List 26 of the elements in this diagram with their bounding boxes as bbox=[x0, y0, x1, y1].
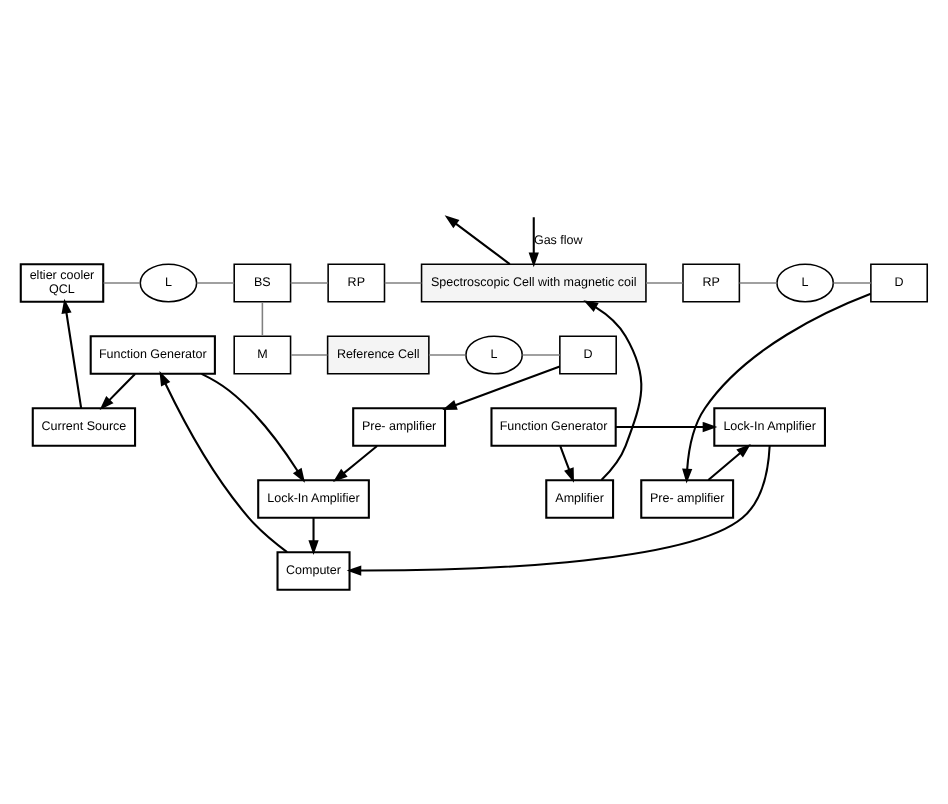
connector bbox=[290, 353, 329, 355]
arrow bbox=[583, 299, 643, 480]
arrow bbox=[616, 420, 718, 432]
arrow bbox=[308, 517, 319, 554]
connector bbox=[738, 281, 778, 283]
arrow bbox=[61, 297, 83, 408]
arrow bbox=[442, 364, 561, 409]
arrow bbox=[201, 371, 305, 482]
arrow bbox=[707, 443, 751, 480]
connector bbox=[102, 281, 141, 283]
connector bbox=[521, 353, 561, 355]
connector bbox=[289, 281, 329, 283]
connector bbox=[428, 353, 467, 355]
connector bbox=[832, 281, 872, 283]
connector bbox=[645, 281, 684, 283]
arrow bbox=[346, 444, 771, 575]
connector bbox=[195, 281, 235, 283]
connector bbox=[383, 281, 423, 283]
arrow bbox=[333, 444, 378, 482]
arrow bbox=[159, 370, 288, 552]
arrow bbox=[528, 216, 539, 267]
arrow bbox=[559, 444, 574, 482]
connector bbox=[261, 300, 264, 336]
arrow bbox=[682, 291, 872, 483]
arrow bbox=[444, 214, 511, 264]
arrow bbox=[99, 372, 136, 410]
